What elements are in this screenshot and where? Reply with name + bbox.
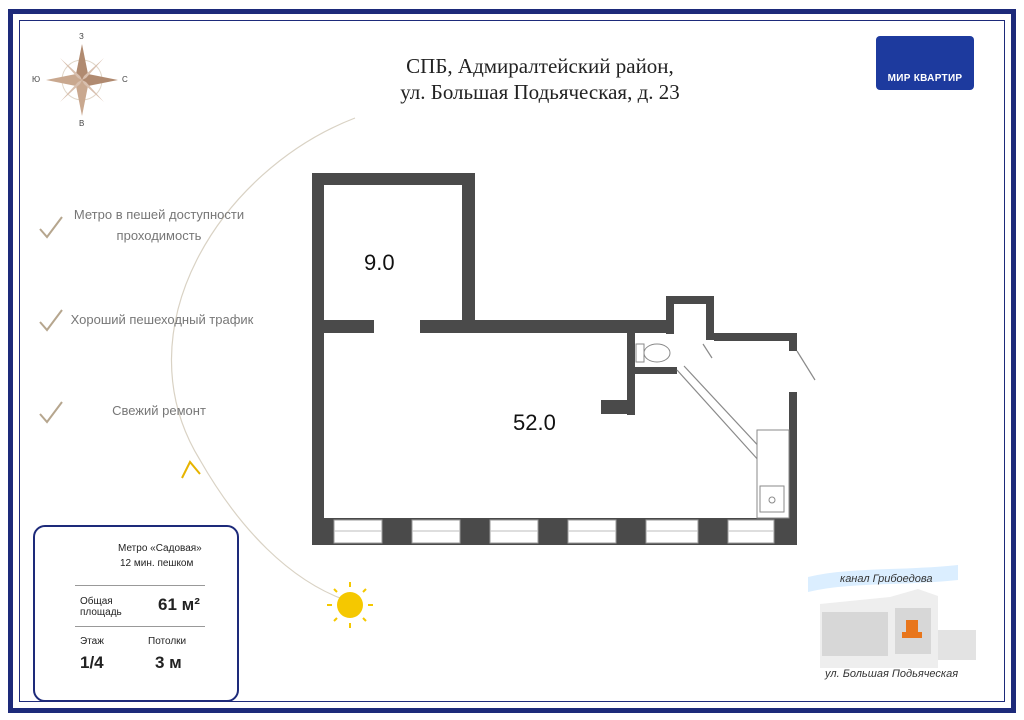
floor-plan [312,173,797,545]
feature-text: проходимость [116,228,202,243]
feature-item: Метро в пешей доступности проходимость [64,207,254,243]
compass-rose-icon [46,44,118,116]
location-map [808,565,976,668]
kitchen-counter [756,429,790,519]
sun-icon [327,582,373,628]
outer-frame [8,9,1016,713]
ceiling-value: 3 м [155,653,182,672]
address-line-1: СПБ, Адмиралтейский район, [406,54,674,78]
metro-name: Метро «Садовая» [118,543,202,554]
divider [75,626,205,627]
compass-west-label: Ю [32,75,41,84]
inner-frame [19,20,1005,702]
compass-east-label: С [122,75,128,84]
arrow-icon [181,460,201,479]
feature-text: Хороший пешеходный трафик [70,312,254,327]
feature-text: Свежий ремонт [112,403,206,418]
compass-north-label: З [79,32,84,41]
check-icon [39,216,63,239]
canal-label: канал Грибоедова [840,573,933,585]
check-icon [39,309,63,332]
room-area-label: 52.0 [513,410,556,435]
room-area-label: 9.0 [364,250,395,275]
metro-walk-time: 12 мин. пешком [120,558,194,569]
street-label: ул. Большая Подьяческая [825,668,959,680]
floor-value: 1/4 [80,653,104,672]
company-logo [876,36,974,90]
area-value: 61 м² [158,595,200,614]
info-card [33,525,239,702]
moon-icon [348,102,372,139]
address-line-2: ул. Большая Подьяческая, д. 23 [400,80,680,104]
toilet-icon [635,343,671,363]
sun-path-arc [170,117,356,601]
divider [75,585,205,586]
bathroom-partition [676,343,816,463]
floor-label: Этаж [80,636,104,647]
check-icon [39,401,63,424]
feature-text: Метро в пешей доступности [73,207,245,222]
ceiling-label: Потолки [148,636,187,647]
area-label: площадь [80,607,122,618]
area-label: Общая [80,596,113,607]
company-logo-text: МИР КВАРТИР [887,73,963,84]
feature-item: Хороший пешеходный трафик [64,312,260,327]
compass-south-label: В [79,119,85,128]
feature-item: Свежий ремонт [64,403,254,418]
